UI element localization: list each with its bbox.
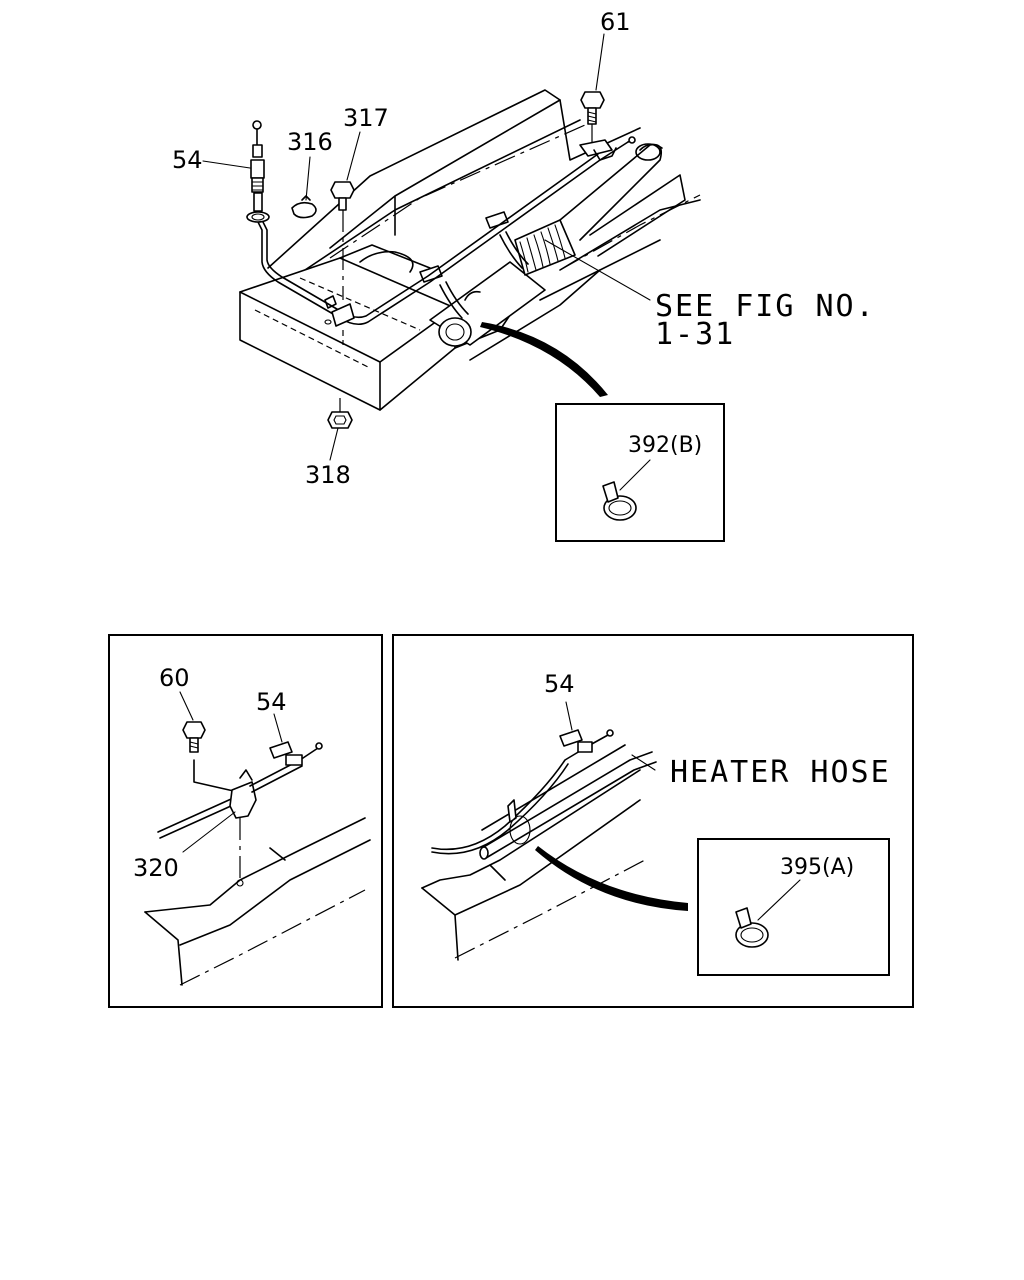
callout-54-left: 54 bbox=[256, 688, 287, 716]
leader-lines-top bbox=[202, 33, 651, 461]
heater-hose-label: HEATER HOSE bbox=[670, 755, 891, 790]
callout-395a: 395(A) bbox=[780, 855, 854, 880]
callout-54-top: 54 bbox=[172, 146, 203, 174]
panel-clip-320: 60 54 320 bbox=[108, 634, 383, 1008]
bolt-317 bbox=[330, 181, 355, 345]
callout-54-right: 54 bbox=[544, 670, 575, 698]
callout-60: 60 bbox=[159, 664, 190, 692]
leader-392b bbox=[619, 459, 651, 491]
bolt-60 bbox=[182, 721, 239, 793]
detail-pointer-392b bbox=[480, 322, 608, 397]
callout-320: 320 bbox=[133, 854, 179, 882]
rack-boot-bellows bbox=[514, 219, 576, 276]
tie-clamp-hoses bbox=[507, 799, 531, 845]
detail-box-395a: 395(A) bbox=[697, 838, 890, 976]
frame-rail-background bbox=[267, 89, 701, 361]
cross-member bbox=[239, 244, 521, 411]
detail-pointer-395a bbox=[535, 846, 688, 911]
bolt-61 bbox=[580, 91, 605, 142]
cable-end-54 bbox=[246, 120, 270, 223]
see-fig-label-line2: 1-31 bbox=[655, 317, 735, 352]
cable-line bbox=[256, 136, 636, 326]
main-assembly-view: 61 54 316 317 318 SEE FIG NO. 1-31 bbox=[172, 8, 876, 489]
callout-61: 61 bbox=[600, 8, 631, 36]
clip-54-right bbox=[559, 729, 583, 747]
clamp-395a-icon bbox=[735, 907, 769, 948]
callout-317: 317 bbox=[343, 104, 389, 132]
clip-54-left bbox=[269, 741, 293, 759]
clip-320 bbox=[229, 769, 257, 819]
heater-hoses bbox=[479, 744, 657, 860]
callout-318: 318 bbox=[305, 461, 351, 489]
cable-bracket bbox=[324, 295, 355, 327]
clip-316 bbox=[291, 195, 317, 219]
nut-318 bbox=[327, 398, 353, 429]
detail-box-392b: 392(B) bbox=[555, 403, 725, 542]
leader-395a bbox=[757, 879, 801, 921]
clamp-392b-icon bbox=[602, 481, 637, 521]
panel-heater-hose: 54 HEATER HOSE 395(A) bbox=[392, 634, 914, 1008]
steering-gear bbox=[429, 143, 663, 347]
see-fig-label-line1: SEE FIG NO. bbox=[655, 289, 876, 324]
clip-61-bracket bbox=[579, 139, 617, 161]
callout-392b: 392(B) bbox=[628, 433, 702, 458]
callout-316: 316 bbox=[287, 128, 333, 156]
